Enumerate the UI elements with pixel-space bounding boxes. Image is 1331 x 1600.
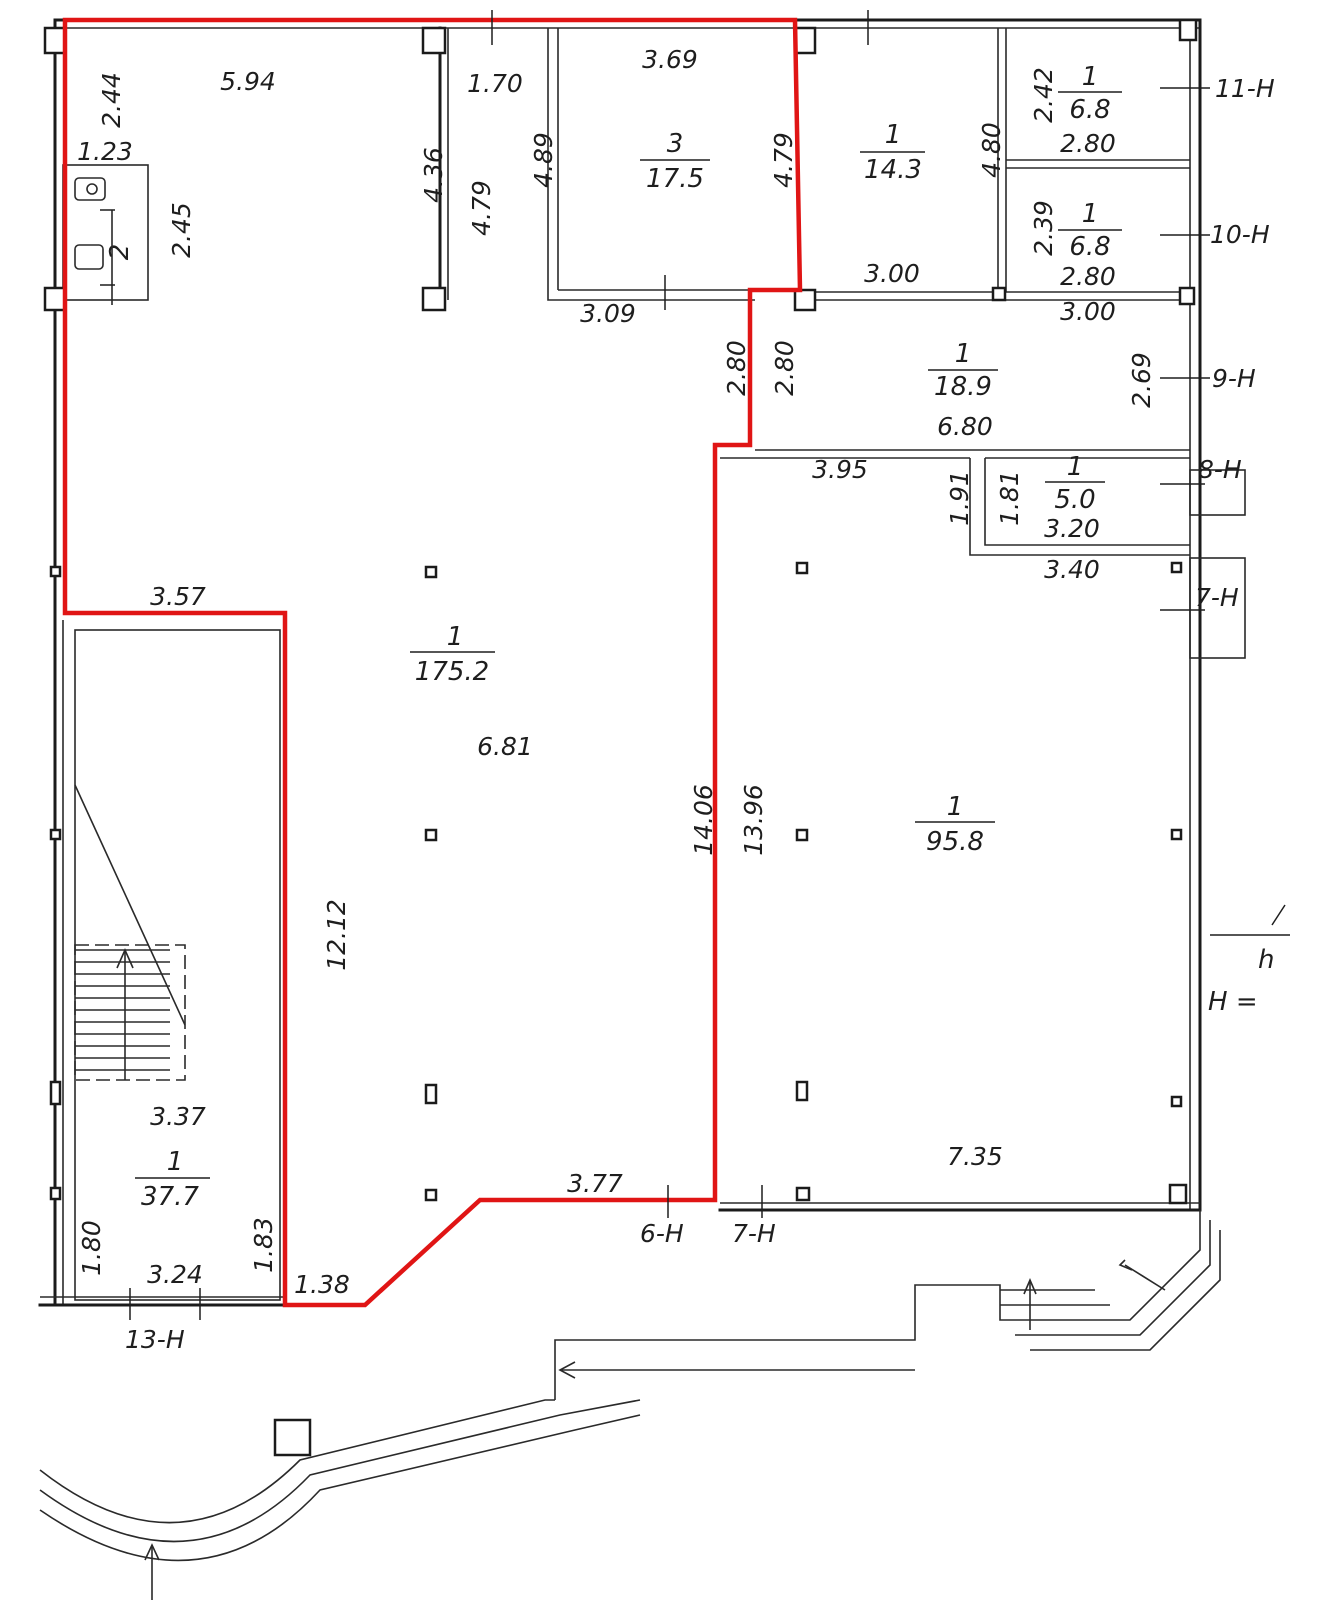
svg-text:1: 1 bbox=[1067, 452, 1084, 482]
svg-text:3.37: 3.37 bbox=[150, 1102, 206, 1131]
svg-text:2.44: 2.44 bbox=[97, 72, 126, 128]
room-175-2: 1 175.2 bbox=[410, 622, 495, 687]
svg-text:3.57: 3.57 bbox=[150, 582, 206, 611]
svg-text:2.42: 2.42 bbox=[1029, 67, 1058, 123]
svg-text:3.40: 3.40 bbox=[1044, 555, 1100, 584]
svg-text:6.81: 6.81 bbox=[477, 732, 533, 761]
room-6-8-lower: 1 6.8 bbox=[1058, 199, 1122, 262]
svg-text:4.89: 4.89 bbox=[529, 132, 558, 188]
room-37-7: 1 37.7 bbox=[135, 1147, 210, 1212]
svg-text:8-Н: 8-Н bbox=[1198, 455, 1242, 484]
svg-text:95.8: 95.8 bbox=[926, 827, 984, 857]
legend-fragment: h H = bbox=[1208, 904, 1290, 1017]
svg-text:1: 1 bbox=[167, 1147, 184, 1177]
svg-text:18.9: 18.9 bbox=[934, 372, 992, 402]
svg-text:3.24: 3.24 bbox=[147, 1260, 203, 1289]
wc-fixtures bbox=[74, 177, 113, 305]
svg-text:H =: H = bbox=[1208, 987, 1258, 1017]
svg-text:1.38: 1.38 bbox=[294, 1270, 350, 1299]
room-6-8-upper: 1 6.8 bbox=[1058, 62, 1122, 125]
svg-text:1.81: 1.81 bbox=[995, 470, 1024, 526]
svg-text:h: h bbox=[1258, 945, 1274, 975]
opening-tags: 11-Н 10-Н 9-Н 8-Н 7-Н 6-Н 7-Н 13-Н bbox=[100, 10, 1275, 1354]
svg-text:3.95: 3.95 bbox=[812, 455, 868, 484]
room-14-3: 1 14.3 bbox=[860, 120, 925, 185]
room-18-9: 1 18.9 bbox=[928, 339, 998, 402]
svg-text:5.0: 5.0 bbox=[1054, 485, 1095, 515]
room-5-0: 1 5.0 bbox=[1045, 452, 1105, 515]
svg-text:5.94: 5.94 bbox=[220, 67, 276, 96]
room-17-5: 3 17.5 bbox=[640, 129, 710, 194]
svg-text:1: 1 bbox=[947, 792, 964, 822]
room-95-8: 1 95.8 bbox=[915, 792, 995, 857]
highlighted-area-outline bbox=[62, 17, 803, 1308]
room-labels: 1 175.2 1 95.8 1 37.7 3 17.5 1 14.3 1 18… bbox=[105, 62, 1122, 1212]
svg-text:6.80: 6.80 bbox=[937, 412, 993, 441]
svg-text:2: 2 bbox=[105, 244, 135, 261]
svg-text:17.5: 17.5 bbox=[646, 164, 704, 194]
svg-text:1.83: 1.83 bbox=[249, 1217, 278, 1273]
svg-text:3: 3 bbox=[667, 129, 684, 159]
svg-text:1: 1 bbox=[447, 622, 464, 652]
svg-text:1.70: 1.70 bbox=[467, 69, 523, 98]
svg-text:7-Н: 7-Н bbox=[1195, 583, 1239, 612]
exterior-terrace bbox=[39, 1210, 1221, 1600]
svg-text:2.80: 2.80 bbox=[1060, 129, 1116, 158]
stairs bbox=[74, 784, 186, 1081]
svg-text:14.3: 14.3 bbox=[864, 155, 922, 185]
svg-text:2.45: 2.45 bbox=[167, 202, 196, 258]
svg-text:13.96: 13.96 bbox=[739, 784, 768, 856]
svg-text:4.36: 4.36 bbox=[419, 147, 448, 203]
svg-text:3.69: 3.69 bbox=[642, 45, 698, 74]
svg-text:9-Н: 9-Н bbox=[1212, 364, 1256, 393]
columns bbox=[43, 18, 1198, 1457]
dimension-labels: 2.44 5.94 1.70 3.69 1.23 2.45 4.36 4.79 … bbox=[77, 45, 1156, 1299]
svg-text:3.09: 3.09 bbox=[580, 299, 636, 328]
svg-text:2.80: 2.80 bbox=[770, 340, 799, 396]
svg-text:7-Н: 7-Н bbox=[732, 1219, 776, 1248]
svg-text:3.77: 3.77 bbox=[567, 1169, 623, 1198]
svg-text:3.20: 3.20 bbox=[1044, 514, 1100, 543]
walls bbox=[38, 18, 1246, 1307]
svg-text:3.00: 3.00 bbox=[1060, 297, 1116, 326]
svg-text:6-Н: 6-Н bbox=[640, 1219, 684, 1248]
svg-text:12.12: 12.12 bbox=[322, 899, 351, 971]
svg-text:1: 1 bbox=[885, 120, 902, 150]
svg-text:6.8: 6.8 bbox=[1069, 232, 1110, 262]
room-2-wc: 2 bbox=[105, 244, 135, 261]
svg-text:14.06: 14.06 bbox=[689, 784, 718, 856]
svg-text:2.39: 2.39 bbox=[1029, 200, 1058, 256]
svg-text:1.80: 1.80 bbox=[77, 1220, 106, 1276]
svg-text:3.00: 3.00 bbox=[864, 259, 920, 288]
svg-text:1.91: 1.91 bbox=[945, 470, 974, 526]
svg-text:1: 1 bbox=[955, 339, 972, 369]
svg-text:4.79: 4.79 bbox=[467, 180, 496, 236]
svg-text:2.80: 2.80 bbox=[722, 340, 751, 396]
svg-text:2.80: 2.80 bbox=[1060, 262, 1116, 291]
svg-text:4.79: 4.79 bbox=[769, 132, 798, 188]
svg-text:175.2: 175.2 bbox=[415, 657, 489, 687]
svg-text:37.7: 37.7 bbox=[141, 1182, 199, 1212]
svg-text:10-Н: 10-Н bbox=[1210, 220, 1270, 249]
svg-text:11-Н: 11-Н bbox=[1215, 74, 1275, 103]
svg-text:7.35: 7.35 bbox=[947, 1142, 1003, 1171]
svg-text:4.80: 4.80 bbox=[977, 122, 1006, 178]
svg-text:13-Н: 13-Н bbox=[125, 1325, 185, 1354]
svg-text:6.8: 6.8 bbox=[1069, 95, 1110, 125]
svg-text:1: 1 bbox=[1082, 62, 1099, 92]
svg-text:2.69: 2.69 bbox=[1127, 352, 1156, 408]
svg-text:1: 1 bbox=[1082, 199, 1099, 229]
svg-text:1.23: 1.23 bbox=[77, 137, 133, 166]
